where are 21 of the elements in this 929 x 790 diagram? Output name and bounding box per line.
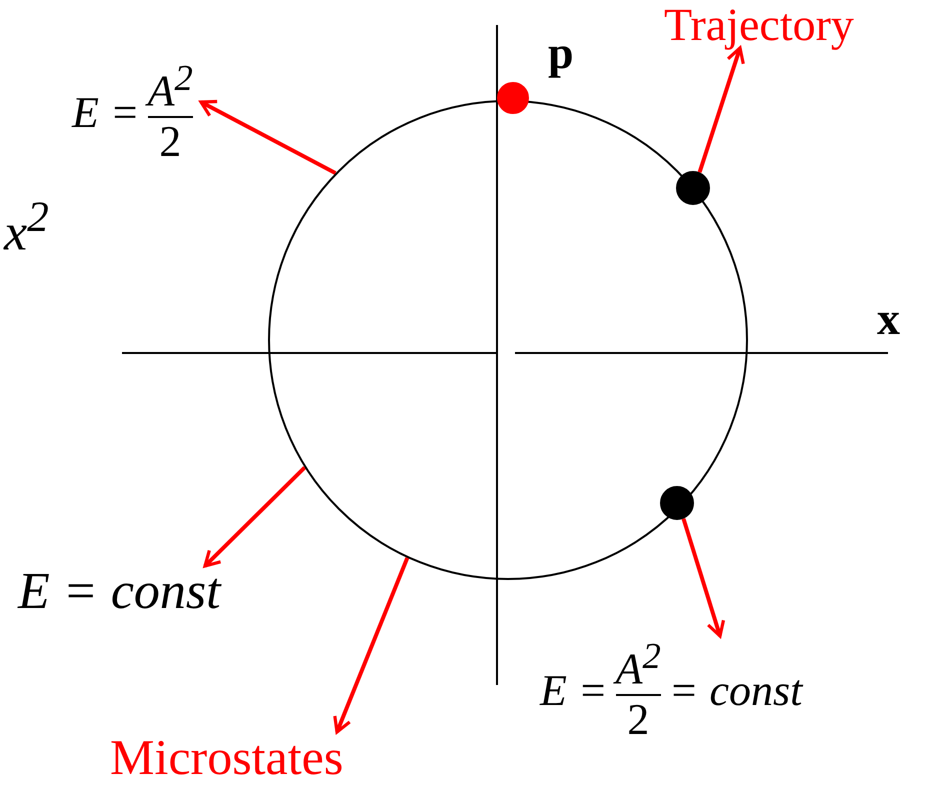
equation-text: E = — [72, 86, 140, 138]
fraction-denominator: 2 — [627, 696, 650, 744]
arrow — [682, 518, 726, 638]
axis-label: x$^{2}$ — [4, 196, 49, 260]
fraction-numerator: A$^{2}$ — [616, 636, 661, 694]
fraction-numerator: A$^{2}$ — [148, 58, 193, 116]
annotation-text: Trajectory — [664, 2, 854, 48]
arrow — [698, 46, 745, 173]
equation-text: E = const — [18, 566, 221, 618]
arrow — [203, 466, 306, 568]
annotation-text: Microstates — [110, 732, 344, 782]
arrow — [199, 100, 336, 175]
equation-text: = const — [668, 664, 802, 716]
fraction-denominator: 2 — [159, 118, 182, 166]
point-marker — [676, 171, 710, 205]
axis-label: x — [877, 296, 900, 342]
axis-label: p — [548, 30, 574, 76]
equation-text: E = — [540, 664, 608, 716]
trajectory-circle — [268, 100, 748, 580]
arrow — [333, 557, 410, 734]
point-marker — [497, 82, 529, 114]
